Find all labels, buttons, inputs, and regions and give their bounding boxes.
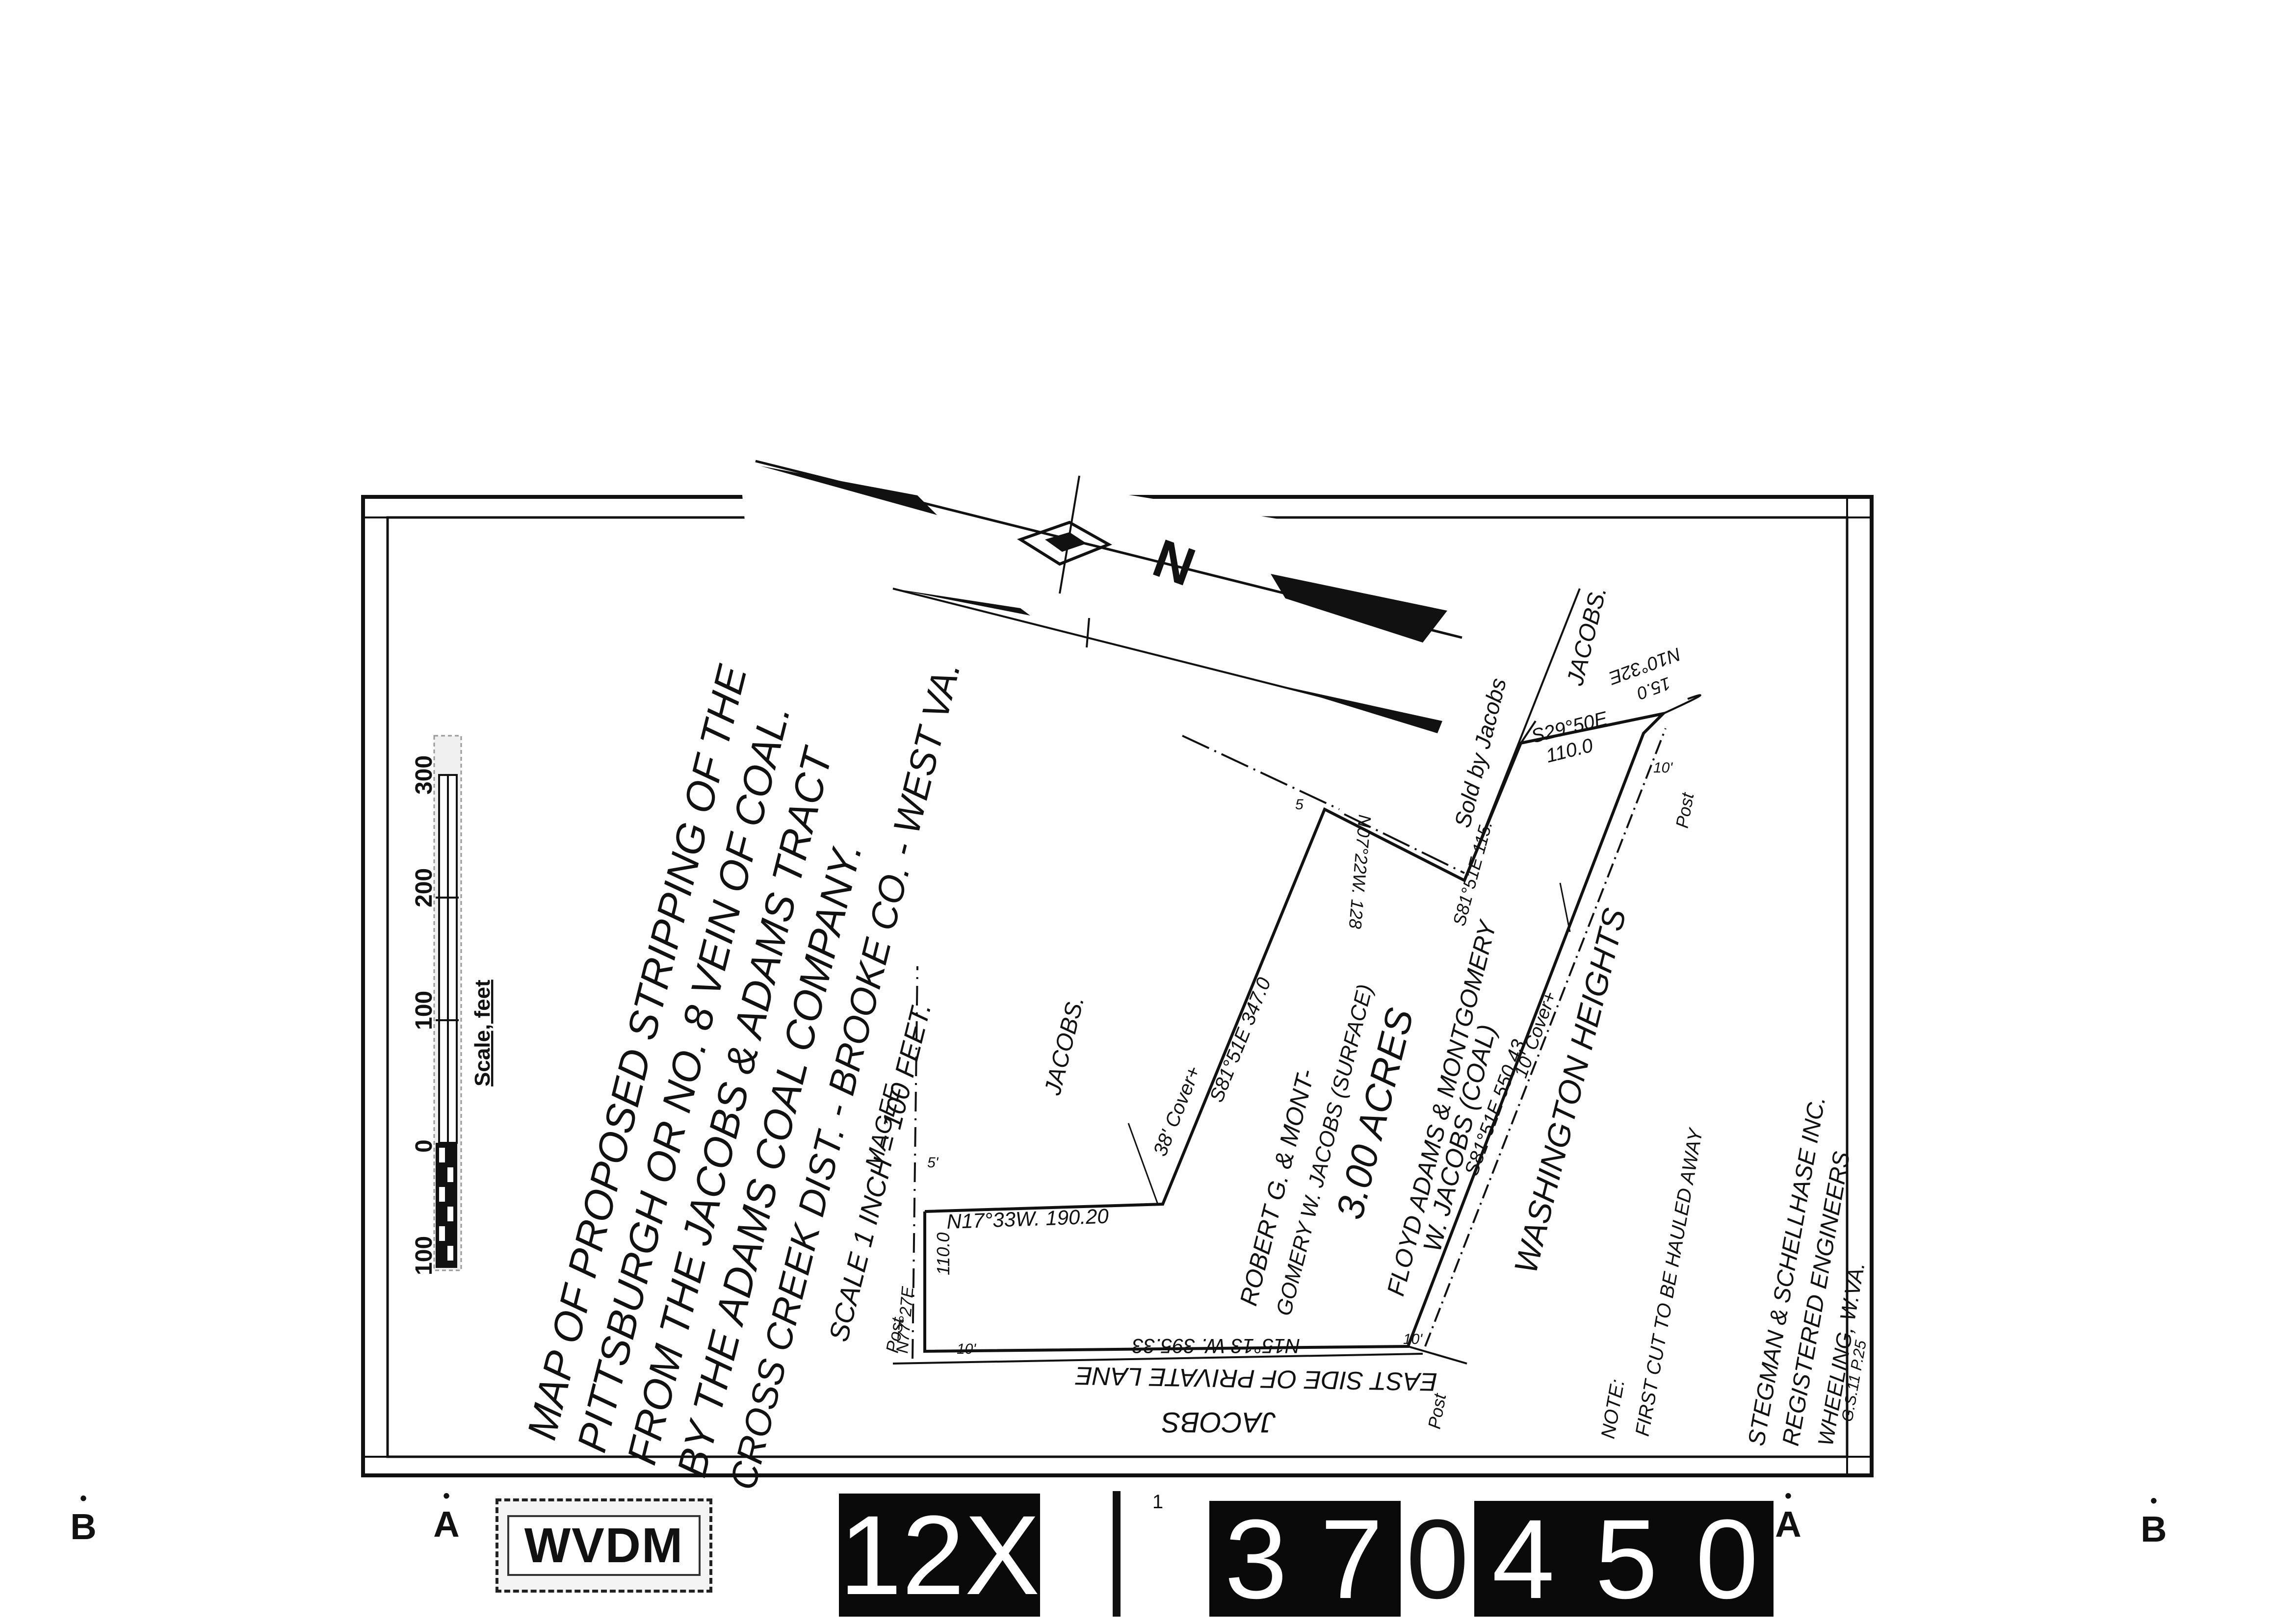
label-jacobs-left: JACOBS. [1040,994,1089,1098]
bearing-110: 110.0 [933,1233,953,1275]
film-digit-5: 5 [1572,1496,1680,1622]
note-block: NOTE: FIRST CUT TO BE HAULED AWAY [1597,1126,1707,1441]
bearing-n15: N15°13 W. 395.33 [1132,1335,1300,1358]
bearing-cover-10: 10' Cover+ [1511,989,1561,1081]
film-code: 12X [839,1492,1040,1618]
bearing-s81-b: S81°51E 115. [1449,819,1496,928]
note-text: FIRST CUT TO BE HAULED AWAY [1632,1126,1707,1438]
film-digit-2: 7 [1303,1496,1401,1622]
label-five: 5' [927,1155,939,1171]
bearing-n17: N17°33W. 190.20 [946,1204,1110,1233]
north-arrow: N [736,432,1477,733]
film-mark-b-left: •B [70,1488,97,1547]
bearing-cover-38: 38' Cover+ [1149,1063,1205,1160]
scale-tick-300: 300 [411,755,437,795]
label-post-bottom: Post [1424,1391,1450,1430]
scale-bar: 100 0 100 200 300 Scale, feet [411,735,495,1275]
label-ten-3: 10' [1653,760,1673,776]
film-digit-1: 3 [1209,1496,1303,1622]
label-ten-2: 10' [1403,1331,1423,1347]
arrow-tail-left [760,466,937,515]
label-private-lane: EAST SIDE OF PRIVATE LANE [1074,1361,1437,1396]
film-digit-3: 0 [1401,1496,1474,1622]
bearing-s81-a: S81°51E 347.0 [1206,975,1276,1105]
scale-tick-100-left: 100 [411,1236,437,1275]
label-sold-by-jacobs: Sold by Jacobs [1449,675,1511,830]
wvdm-stamp: WVDM [496,1498,712,1593]
label-s-short: 5 [1295,797,1304,813]
film-divider [1113,1491,1121,1617]
film-digit-6: 0 [1680,1496,1774,1622]
arrow-head-right [1271,574,1447,643]
label-ten-1: 10' [957,1341,976,1357]
label-post-right: Post [1672,790,1698,829]
film-tick-mark: 1 [1152,1491,1164,1513]
bearing-n07: N07°22W. 128 [1345,814,1375,929]
note-label: NOTE: [1597,1378,1629,1441]
film-mark-b-right: •B [2140,1490,2167,1549]
scale-tick-200: 200 [411,868,437,907]
scale-tick-0: 0 [411,1139,437,1153]
engineer-stamp: STEGMAN & SCHELLHASE INC. REGISTERED ENG… [1744,1094,1870,1448]
film-digit-4: 4 [1474,1496,1572,1622]
film-mark-a-right: •A [1775,1485,1801,1545]
wvdm-label: WVDM [507,1515,701,1576]
film-mark-a-left: •A [433,1485,460,1545]
title-block: MAP OF PROPOSED STRIPPING OF THE PITTSBU… [518,657,968,1494]
compass-rose [1017,520,1112,566]
label-jacobs-bottom: JACOBS [1162,1406,1276,1438]
scale-tick-100: 100 [411,991,437,1030]
label-jacobs-top: JACOBS. [1562,584,1612,689]
scale-label: Scale, feet [470,980,495,1086]
label-washington-heights: WASHINGTON HEIGHTS [1507,904,1633,1277]
tract-boundary [892,588,1701,1365]
